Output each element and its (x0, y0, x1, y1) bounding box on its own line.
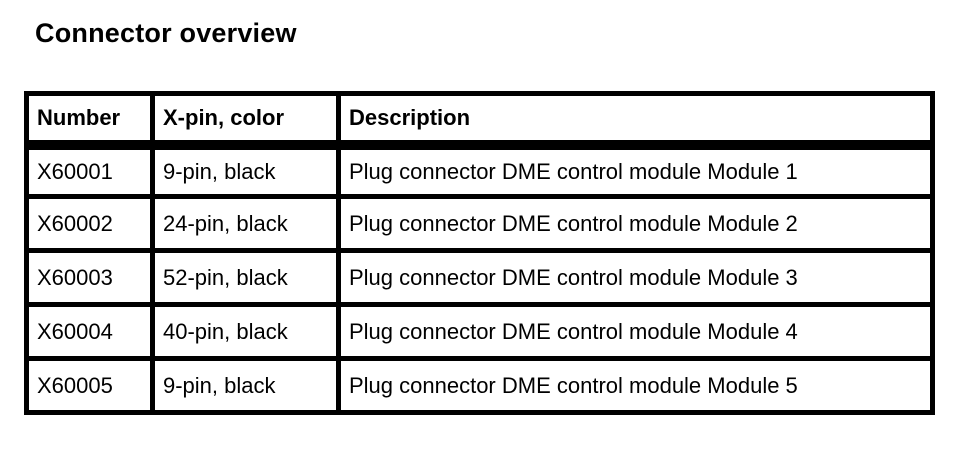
cell-description: Plug connector DME control module Module… (341, 199, 935, 253)
connector-overview-table-container: Number X-pin, color Description X60001 9… (24, 91, 935, 415)
table-row: X60005 9-pin, black Plug connector DME c… (24, 361, 935, 415)
cell-number: X60005 (24, 361, 155, 415)
cell-xpin-color: 9-pin, black (155, 145, 341, 199)
cell-description: Plug connector DME control module Module… (341, 307, 935, 361)
column-header-xpin-color: X-pin, color (155, 91, 341, 145)
table-row: X60001 9-pin, black Plug connector DME c… (24, 145, 935, 199)
table-header: Number X-pin, color Description (24, 91, 935, 145)
cell-description: Plug connector DME control module Module… (341, 253, 935, 307)
table-row: X60003 52-pin, black Plug connector DME … (24, 253, 935, 307)
page-title: Connector overview (35, 18, 297, 48)
cell-description: Plug connector DME control module Module… (341, 361, 935, 415)
connector-overview-table: Number X-pin, color Description X60001 9… (24, 91, 935, 415)
cell-xpin-color: 9-pin, black (155, 361, 341, 415)
column-header-number: Number (24, 91, 155, 145)
cell-xpin-color: 40-pin, black (155, 307, 341, 361)
cell-number: X60004 (24, 307, 155, 361)
table-header-row: Number X-pin, color Description (24, 91, 935, 145)
cell-description: Plug connector DME control module Module… (341, 145, 935, 199)
column-header-description: Description (341, 91, 935, 145)
table-body: X60001 9-pin, black Plug connector DME c… (24, 145, 935, 415)
cell-number: X60002 (24, 199, 155, 253)
table-row: X60004 40-pin, black Plug connector DME … (24, 307, 935, 361)
cell-xpin-color: 52-pin, black (155, 253, 341, 307)
cell-number: X60001 (24, 145, 155, 199)
table-row: X60002 24-pin, black Plug connector DME … (24, 199, 935, 253)
cell-xpin-color: 24-pin, black (155, 199, 341, 253)
cell-number: X60003 (24, 253, 155, 307)
